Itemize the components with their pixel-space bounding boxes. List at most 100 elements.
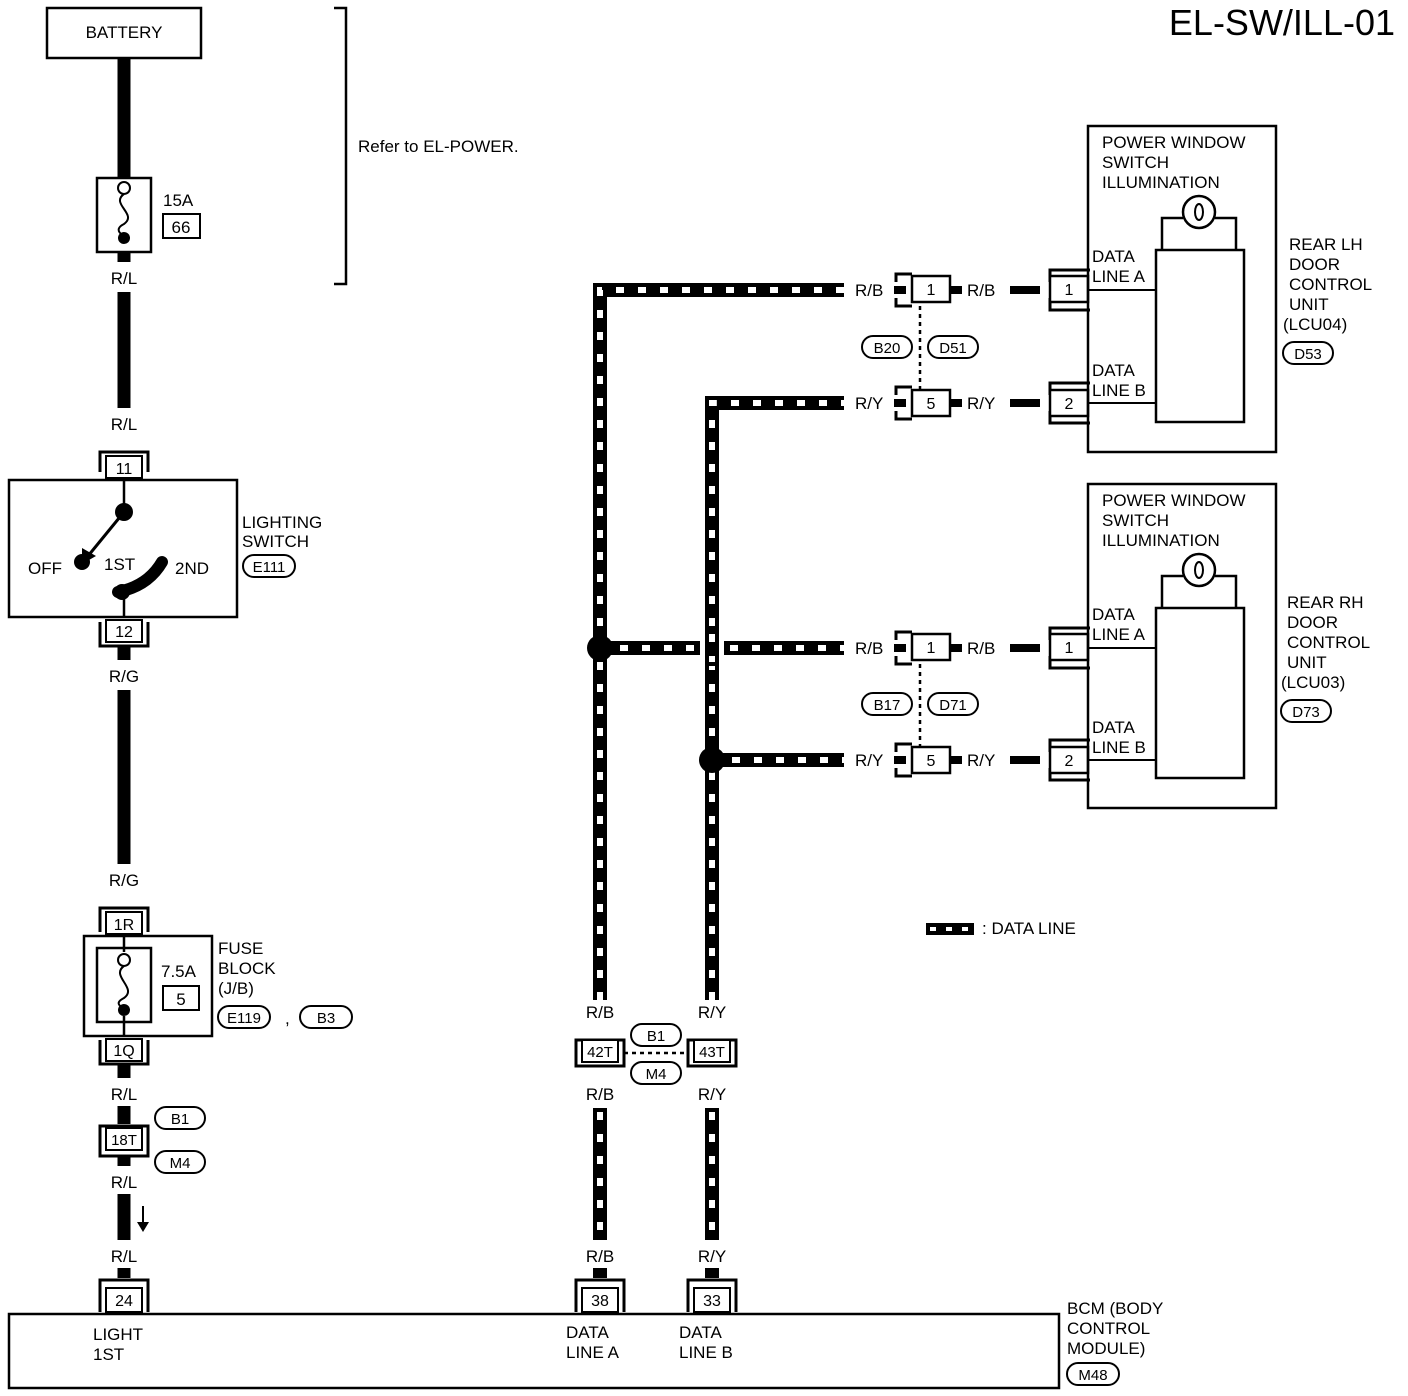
bcm-pin-24: 24 [115,1293,133,1310]
rear-rh-inline-pin-1: 1 [927,640,936,657]
lighting-switch-label-1: LIGHTING [242,513,322,532]
lighting-switch-off: OFF [28,559,62,578]
rear-rh-data-b-2: LINE B [1092,738,1146,757]
rear-lh-conn-2: D51 [939,340,967,357]
fuse-block-num: 5 [176,990,185,1009]
bcm-da-1: DATA [566,1323,609,1342]
bcm-pin-33: 33 [703,1293,721,1310]
rear-lh-module [1154,248,1246,424]
legend-label: : DATA LINE [982,919,1076,938]
bcm-db-1: DATA [679,1323,722,1342]
splice-a [587,635,613,661]
rear-rh-wire-rb-1: R/B [855,639,883,658]
fuse-66-num: 66 [172,218,191,237]
fuse-block-pin-1r: 1R [114,917,134,934]
refer-note: Refer to EL-POWER. [358,137,519,156]
bcm-code: M48 [1078,1367,1107,1384]
rear-rh-name-1: REAR RH [1287,593,1364,612]
wire-label-rl-3: R/L [111,1085,137,1104]
rear-rh-pw-3: ILLUMINATION [1102,531,1220,550]
lighting-switch-pin-12: 12 [115,624,133,641]
wire-label-rb-lower-3: R/B [586,1247,614,1266]
wire-label-rg-1: R/G [109,667,139,686]
rear-lh-wire-ry-1: R/Y [855,394,883,413]
wire-label-ry-lower-2: R/Y [698,1085,726,1104]
rear-rh-pin-1: 1 [1065,640,1074,657]
bcm-name-3: MODULE) [1067,1339,1145,1358]
rear-lh-pin-1: 1 [1065,282,1074,299]
wire-label-rb-lower-2: R/B [586,1085,614,1104]
battery-label: BATTERY [86,23,163,42]
rear-lh-wire-rb-2: R/B [967,281,995,300]
conn-43t-pin: 43T [699,1044,725,1061]
splice-b [699,747,725,773]
data-line-a [593,283,844,1000]
rear-rh-conn-1: B17 [874,697,901,714]
rear-rh-data-a-1: DATA [1092,605,1135,624]
data-line-b [705,396,844,1000]
conn-18t-pin: 18T [111,1132,137,1149]
fuse-66-amp: 15A [163,191,194,210]
conn-42t-pin: 42T [587,1044,613,1061]
fuse-block-box [82,934,214,1038]
bcm-light-2: 1ST [93,1345,124,1364]
lighting-switch-pin-11: 11 [116,461,133,478]
conn-18t-code-2: M4 [170,1155,191,1172]
rear-lh-wire-rb-1: R/B [855,281,883,300]
diagram-title: EL-SW/ILL-01 [1169,2,1395,43]
wire-label-rl-5: R/L [111,1247,137,1266]
wire-label-rl-1: R/L [111,269,137,288]
rear-rh-wire-rb-2: R/B [967,639,995,658]
rear-rh-inline-pin-5: 5 [927,753,936,770]
rear-lh-wire-ry-2: R/Y [967,394,995,413]
fuse-block-label-2: BLOCK [218,959,276,978]
conn-42-43-code-2: M4 [646,1066,667,1083]
wire-label-ry-lower-3: R/Y [698,1247,726,1266]
lighting-switch-2nd: 2ND [175,559,209,578]
rear-rh-wire-ry-2: R/Y [967,751,995,770]
rear-lh-bulb-icon [1181,194,1217,230]
rear-lh-data-b-1: DATA [1092,361,1135,380]
rear-rh-data-a-2: LINE A [1092,625,1146,644]
rear-lh-pw-1: POWER WINDOW [1102,133,1246,152]
wire-label-rg-2: R/G [109,871,139,890]
rear-lh-data-b-2: LINE B [1092,381,1146,400]
bcm-light-1: LIGHT [93,1325,143,1344]
rear-rh-pin-2: 2 [1065,753,1074,770]
rear-lh-name-1: REAR LH [1289,235,1363,254]
rear-lh-name-4: UNIT [1289,295,1329,314]
conn-18t-code-1: B1 [171,1111,189,1128]
wire-label-rb-lower-1: R/B [586,1003,614,1022]
bcm-name-2: CONTROL [1067,1319,1150,1338]
wire-label-ry-lower-1: R/Y [698,1003,726,1022]
bcm-box [7,1312,1061,1390]
bcm-name-1: BCM (BODY [1067,1299,1163,1318]
lighting-switch-1st: 1ST [104,555,135,574]
rear-lh-name-2: DOOR [1289,255,1340,274]
bcm-da-2: LINE A [566,1343,620,1362]
conn-42-43-code-1: B1 [647,1028,665,1045]
rear-rh-data-b-1: DATA [1092,718,1135,737]
rear-lh-pw-2: SWITCH [1102,153,1169,172]
fuse-block-code-2: B3 [317,1010,335,1027]
refer-bracket [334,6,348,286]
rear-rh-pw-2: SWITCH [1102,511,1169,530]
rear-rh-name-5: (LCU03) [1281,673,1345,692]
lighting-switch-label-2: SWITCH [242,532,309,551]
rear-rh-door-unit-box [1086,482,1278,810]
rear-rh-pw-1: POWER WINDOW [1102,491,1246,510]
rear-lh-inline-pin-1: 1 [927,282,936,299]
lighting-switch-lever [86,511,126,557]
rear-lh-data-a-2: LINE A [1092,267,1146,286]
rear-rh-bulb-icon [1181,552,1217,588]
rear-lh-conn-1: B20 [874,340,901,357]
rear-rh-name-4: UNIT [1287,653,1327,672]
rear-rh-name-2: DOOR [1287,613,1338,632]
wire-label-rl-2: R/L [111,415,137,434]
rear-lh-name-3: CONTROL [1289,275,1372,294]
bcm-db-2: LINE B [679,1343,733,1362]
rear-rh-code: D73 [1292,704,1320,721]
wire-label-rl-4: R/L [111,1173,137,1192]
fuse-block-code-1: E119 [227,1010,261,1027]
fuse-block-label-1: FUSE [218,939,263,958]
